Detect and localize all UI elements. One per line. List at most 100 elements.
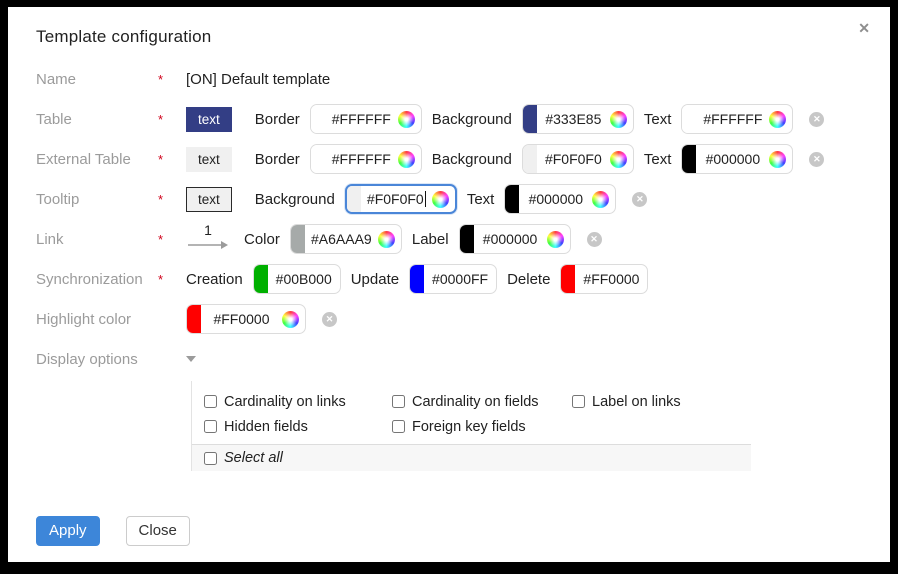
- hidden-fields-checkbox[interactable]: [204, 420, 217, 433]
- template-configuration-dialog: ✕ Template configuration Name * [ON] Def…: [8, 7, 890, 562]
- highlight-color-input[interactable]: [186, 304, 306, 334]
- color-wheel-icon[interactable]: [282, 310, 299, 328]
- select-all-checkbox[interactable]: [204, 451, 217, 465]
- cardinality-on-fields-checkbox[interactable]: [392, 395, 405, 408]
- highlight-clear-icon[interactable]: ✕: [322, 311, 337, 327]
- close-button[interactable]: Close: [125, 516, 190, 546]
- name-label: Name: [36, 70, 77, 88]
- checkbox-hidden-fields[interactable]: Hidden fields: [204, 414, 392, 439]
- external-table-row: External Table * text Border Background …: [36, 139, 870, 179]
- link-arrow-icon: [188, 241, 228, 249]
- color-wheel-icon[interactable]: [397, 110, 415, 128]
- color-wheel-icon[interactable]: [431, 190, 449, 208]
- color-wheel-icon[interactable]: [546, 230, 564, 248]
- link-label-value[interactable]: [473, 231, 547, 247]
- required-asterisk: *: [158, 191, 164, 207]
- creation-color-input[interactable]: [252, 264, 341, 294]
- color-swatch: [187, 305, 201, 333]
- update-value[interactable]: [424, 271, 497, 287]
- color-wheel-icon[interactable]: [397, 150, 415, 168]
- tooltip-background-color-input[interactable]: #F0F0F0: [344, 184, 457, 214]
- update-label: Update: [350, 270, 400, 288]
- required-asterisk: *: [158, 151, 164, 167]
- table-text-color-input[interactable]: [681, 104, 794, 134]
- checkbox-foreign-key-fields[interactable]: Foreign key fields: [392, 414, 572, 439]
- table-row: Table * text Border Background Text ✕: [36, 99, 870, 139]
- display-options-label: Display options: [36, 350, 138, 368]
- table-background-color-input[interactable]: [521, 104, 634, 134]
- color-swatch: [459, 225, 474, 253]
- table-label: Table: [36, 110, 72, 128]
- color-swatch: [522, 105, 537, 133]
- color-swatch: [253, 265, 268, 293]
- tooltip-text-value[interactable]: [519, 191, 593, 207]
- highlight-value[interactable]: [201, 311, 282, 327]
- tooltip-preview-chip: text: [186, 186, 232, 212]
- display-options-panel: Cardinality on links Cardinality on fiel…: [191, 381, 751, 471]
- external-table-label: External Table: [36, 150, 131, 168]
- external-table-text-value[interactable]: [696, 151, 770, 167]
- tooltip-label: Tooltip: [36, 190, 80, 208]
- delete-color-input[interactable]: [560, 264, 649, 294]
- color-wheel-icon[interactable]: [609, 110, 627, 128]
- checkbox-cardinality-on-fields[interactable]: Cardinality on fields: [392, 389, 572, 414]
- external-table-border-color-input[interactable]: [309, 144, 422, 174]
- chevron-down-icon[interactable]: [186, 356, 196, 362]
- required-asterisk: *: [158, 231, 164, 247]
- external-table-border-value[interactable]: [324, 151, 398, 167]
- link-row: Link * 1 Color Label ✕: [36, 219, 870, 259]
- synchronization-row: Synchronization * Creation Update Delete: [36, 259, 870, 299]
- creation-value[interactable]: [267, 271, 340, 287]
- foreign-key-fields-checkbox[interactable]: [392, 420, 405, 433]
- dialog-title: Template configuration: [36, 27, 212, 46]
- name-row: Name * [ON] Default template: [36, 59, 870, 99]
- external-table-clear-icon[interactable]: ✕: [809, 151, 825, 167]
- delete-value[interactable]: [575, 271, 648, 287]
- link-color-value[interactable]: [304, 231, 378, 247]
- dialog-footer: Apply Close: [36, 516, 190, 546]
- color-wheel-icon[interactable]: [769, 150, 787, 168]
- table-clear-icon[interactable]: ✕: [809, 111, 825, 127]
- external-table-text-color-input[interactable]: [681, 144, 794, 174]
- external-table-text-label: Text: [643, 150, 672, 168]
- link-clear-icon[interactable]: ✕: [586, 231, 602, 247]
- color-swatch: [410, 265, 425, 293]
- checkbox-select-all[interactable]: Select all: [192, 444, 751, 471]
- name-value: [ON] Default template: [186, 70, 331, 88]
- apply-button[interactable]: Apply: [36, 516, 100, 546]
- table-background-value[interactable]: [536, 111, 610, 127]
- tooltip-clear-icon[interactable]: ✕: [632, 191, 648, 207]
- table-border-color-input[interactable]: [309, 104, 422, 134]
- highlight-color-row: Highlight color ✕: [36, 299, 870, 339]
- color-swatch: [561, 265, 576, 293]
- tooltip-text-color-input[interactable]: [504, 184, 617, 214]
- update-color-input[interactable]: [409, 264, 498, 294]
- color-swatch: [522, 145, 537, 173]
- color-swatch: [310, 105, 325, 133]
- table-text-value[interactable]: [696, 111, 770, 127]
- checkbox-label-on-links[interactable]: Label on links: [572, 389, 751, 414]
- color-wheel-icon[interactable]: [377, 230, 395, 248]
- external-table-preview-chip: text: [186, 146, 232, 172]
- external-table-background-value[interactable]: [536, 151, 610, 167]
- link-label-color-input[interactable]: [458, 224, 571, 254]
- color-wheel-icon[interactable]: [592, 190, 610, 208]
- color-wheel-icon[interactable]: [609, 150, 627, 168]
- external-table-background-color-input[interactable]: [521, 144, 634, 174]
- creation-label: Creation: [186, 270, 243, 288]
- cardinality-on-links-checkbox[interactable]: [204, 395, 217, 408]
- tooltip-background-value[interactable]: #F0F0F0: [366, 191, 426, 207]
- label-on-links-checkbox[interactable]: [572, 395, 585, 408]
- table-border-label: Border: [254, 110, 300, 128]
- tooltip-row: Tooltip * text Background #F0F0F0 Text ✕: [36, 179, 870, 219]
- link-color-input[interactable]: [289, 224, 402, 254]
- close-icon[interactable]: ✕: [854, 17, 874, 39]
- table-text-label: Text: [643, 110, 672, 128]
- delete-label: Delete: [507, 270, 551, 288]
- checkbox-cardinality-on-links[interactable]: Cardinality on links: [204, 389, 392, 414]
- link-label-field-label: Label: [411, 230, 449, 248]
- link-preview: 1: [186, 223, 230, 255]
- color-wheel-icon[interactable]: [769, 110, 787, 128]
- external-table-background-label: Background: [431, 150, 512, 168]
- table-border-value[interactable]: [324, 111, 398, 127]
